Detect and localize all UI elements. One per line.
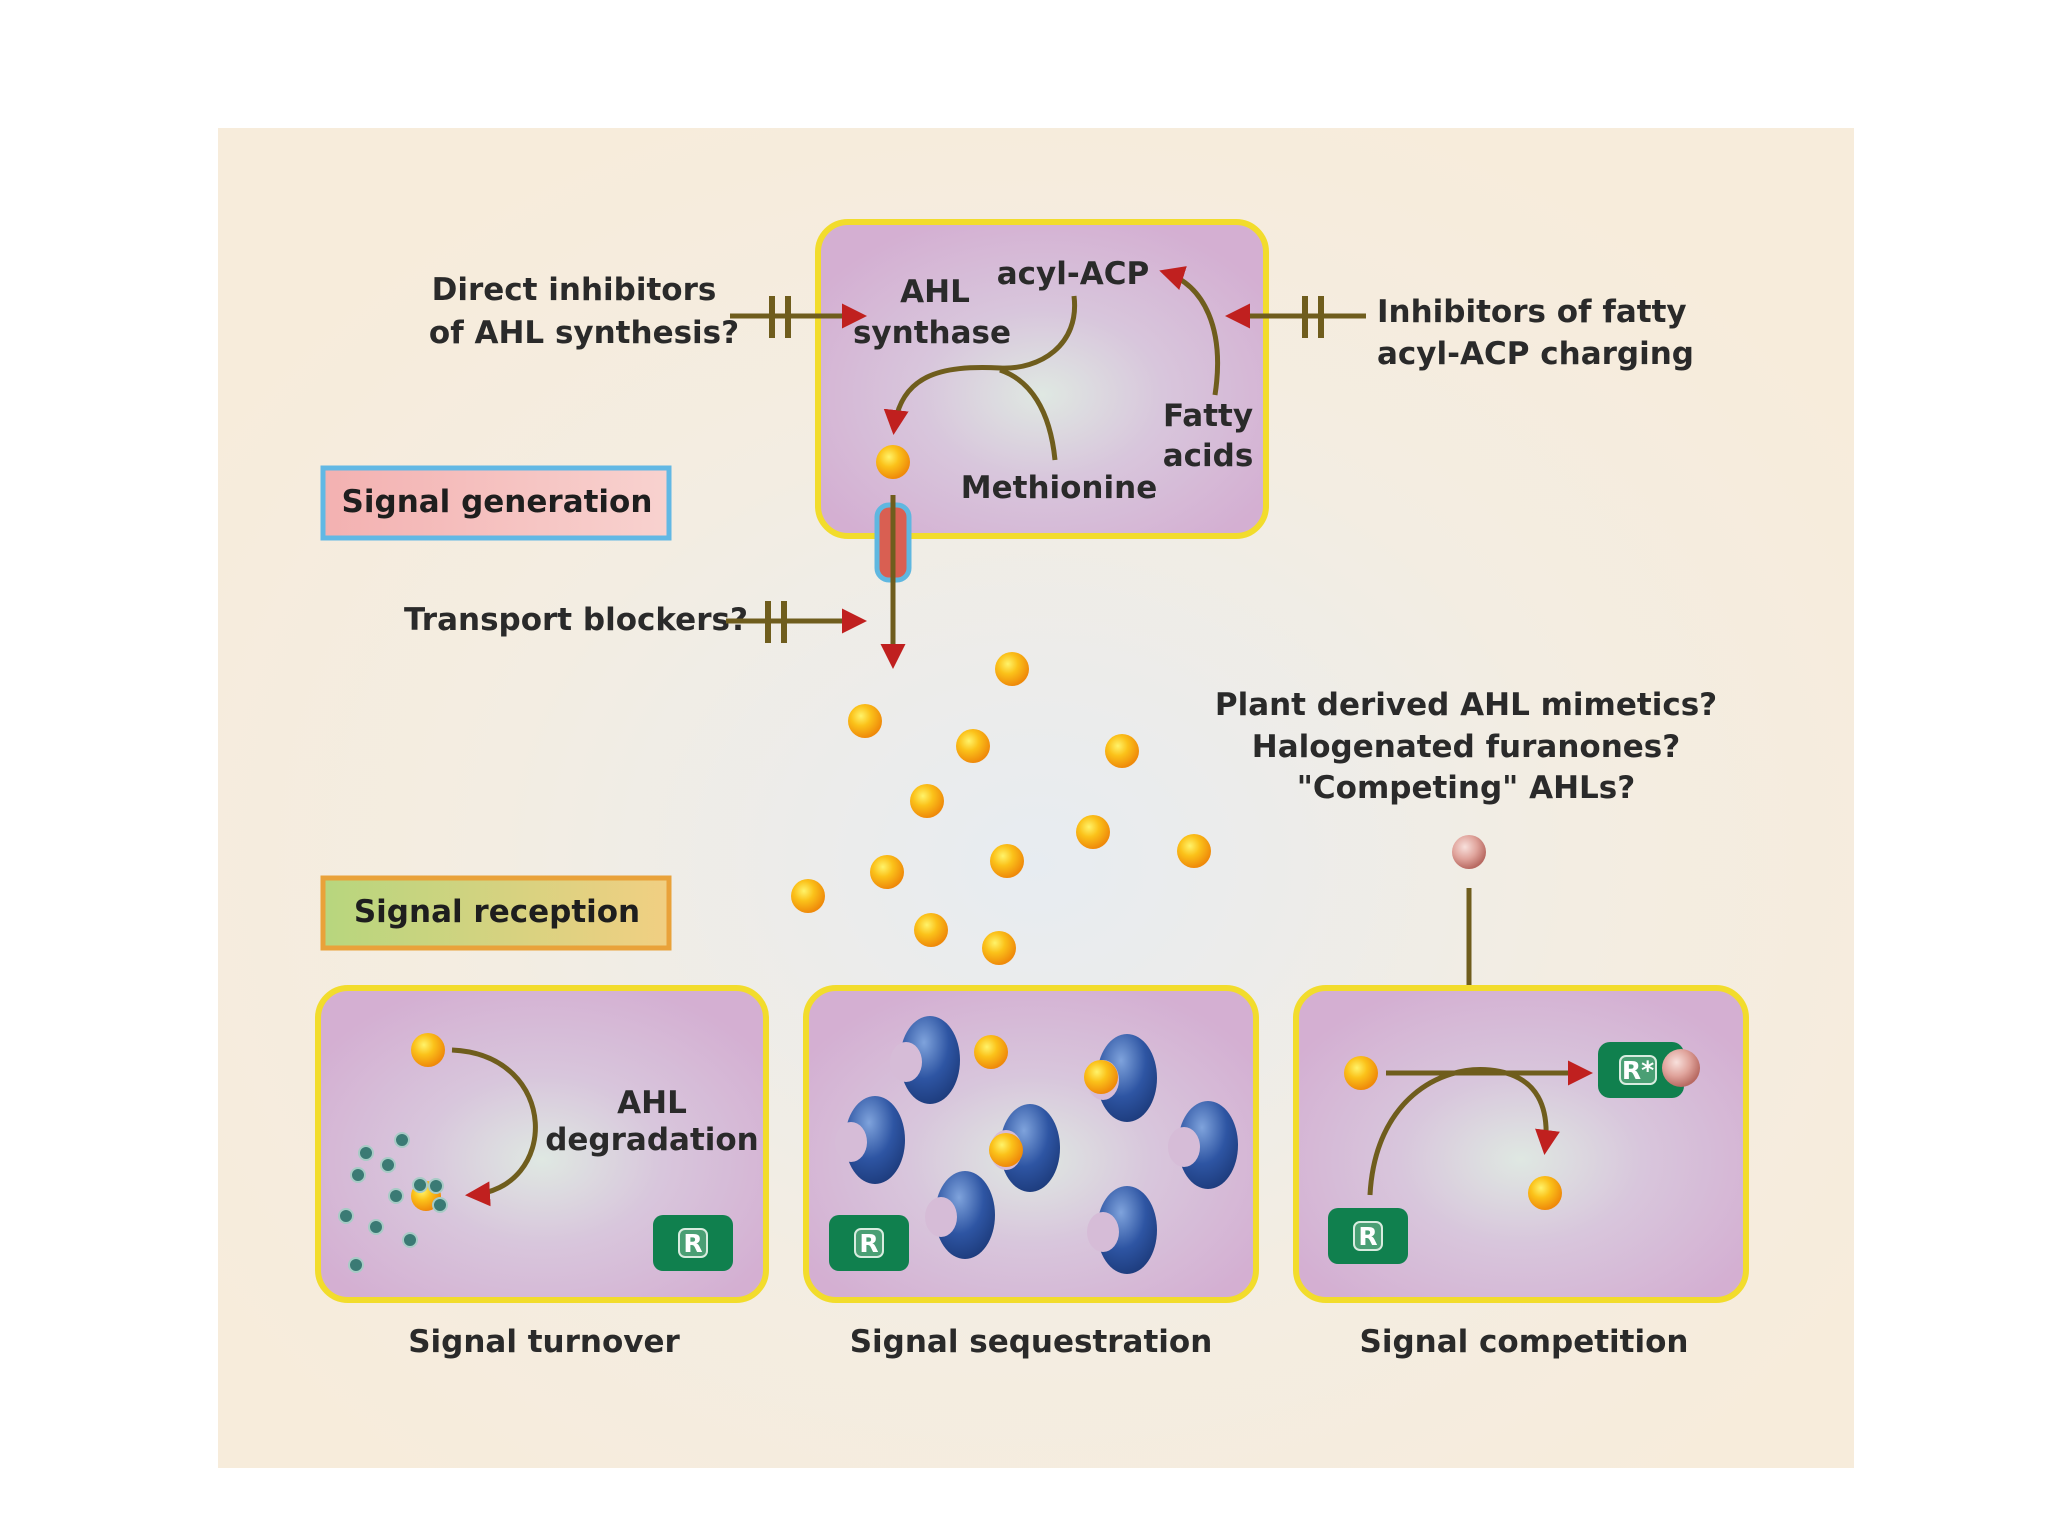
ahl-fragment — [338, 1208, 354, 1224]
ahl-fragments — [338, 1132, 448, 1273]
ahl-fragment — [402, 1232, 418, 1248]
caption-signal-turnover: Signal turnover — [408, 1324, 680, 1360]
ahl-molecule — [411, 1033, 445, 1067]
enzyme-label-line2: synthase — [853, 315, 1011, 351]
ahl-fragment — [350, 1167, 366, 1183]
ahl-molecule — [791, 879, 825, 913]
ahl-molecule — [982, 931, 1016, 965]
receptor-r: R — [829, 1215, 909, 1271]
methionine-arrow — [999, 367, 1058, 461]
ahl-fragment — [428, 1178, 444, 1194]
panel-competition: R* R — [1293, 985, 1749, 1303]
svg-text:R: R — [683, 1229, 702, 1258]
ahl-fragment — [412, 1177, 428, 1193]
free-ahl-cloud — [791, 652, 1211, 965]
svg-text:R: R — [859, 1229, 878, 1258]
methionine-label: Methionine — [961, 470, 1157, 506]
sequestering-protein — [925, 1171, 995, 1259]
acyl-acp-label: acyl-ACP — [997, 256, 1149, 292]
ahl-fragment — [368, 1219, 384, 1235]
receptor-r-bound: R* — [1598, 1042, 1700, 1098]
direct-inhibitors-line2: of AHL synthesis? — [429, 315, 739, 351]
free-ahl-molecule — [974, 1035, 1008, 1069]
panel-sequestration: R — [803, 985, 1259, 1303]
sequestering-protein — [835, 1096, 905, 1184]
receptor-r: R — [1328, 1208, 1408, 1264]
ahl-molecule — [1177, 834, 1211, 868]
sequestering-protein — [1168, 1101, 1238, 1189]
ahl-molecule — [910, 784, 944, 818]
svg-text:R*: R* — [1622, 1056, 1654, 1085]
sequestering-proteins — [835, 1016, 1238, 1274]
svg-text:Signal generation: Signal generation — [342, 484, 653, 520]
direct-inhibitors-line1: Direct inhibitors — [432, 272, 717, 308]
direct-inhibitor-arrow — [730, 296, 867, 338]
transport-blockers-label: Transport blockers? — [404, 602, 748, 638]
bound-ahl-molecule — [1084, 1060, 1118, 1094]
displacement-arrow — [1367, 1067, 1560, 1196]
mimetics-line3: "Competing" AHLs? — [1297, 770, 1636, 806]
ahl-molecule — [848, 704, 882, 738]
ahl-fragment — [358, 1145, 374, 1161]
fatty-acids-label-line1: Fatty — [1163, 398, 1253, 434]
ahl-fragment — [348, 1257, 364, 1273]
panel1-label-line1: AHL — [617, 1085, 687, 1121]
panel1-label-line2: degradation — [545, 1122, 759, 1158]
ahl-fragment — [388, 1188, 404, 1204]
fatty-inhibitors-line2: acyl-ACP charging — [1377, 336, 1694, 372]
ahl-molecule — [870, 855, 904, 889]
fatty-inhibitor-arrow — [1225, 296, 1366, 338]
synthesis-arrow — [883, 295, 1078, 435]
ahl-molecule — [956, 729, 990, 763]
fatty-acids-label-line2: acids — [1163, 438, 1254, 474]
svg-text:Signal reception: Signal reception — [354, 894, 640, 930]
mimetic-molecule — [1452, 835, 1486, 869]
transport-inhibitor-arrow — [726, 601, 867, 643]
signal-generation-tag: Signal generation — [320, 465, 672, 541]
ahl-fragment — [380, 1157, 396, 1173]
synthesis-cell: AHL synthase acyl-ACP Methionine Fatty a… — [815, 219, 1269, 539]
signal-reception-tag: Signal reception — [320, 875, 672, 951]
receptor-r: R — [653, 1215, 733, 1271]
ahl-molecule — [990, 844, 1024, 878]
ahl-molecule — [914, 913, 948, 947]
enzyme-label-line1: AHL — [900, 274, 970, 310]
caption-signal-sequestration: Signal sequestration — [850, 1324, 1213, 1360]
displaced-ahl-molecule — [1528, 1176, 1562, 1210]
sequestering-protein — [1087, 1186, 1157, 1274]
ahl-molecule — [1105, 734, 1139, 768]
bound-mimetic-molecule — [1662, 1049, 1700, 1087]
degradation-arrow — [451, 1047, 538, 1207]
bound-ahl-molecule — [989, 1133, 1023, 1167]
mimetics-line2: Halogenated furanones? — [1252, 729, 1680, 765]
fatty-inhibitors-line1: Inhibitors of fatty — [1377, 294, 1687, 330]
ahl-molecule — [995, 652, 1029, 686]
ahl-molecule — [1344, 1056, 1378, 1090]
mimetics-line1: Plant derived AHL mimetics? — [1215, 687, 1717, 723]
panel-turnover: AHL degradation R — [315, 985, 769, 1303]
ahl-molecule — [876, 445, 910, 479]
sequestering-protein — [890, 1016, 960, 1104]
caption-signal-competition: Signal competition — [1360, 1324, 1689, 1360]
ahl-molecule — [1076, 815, 1110, 849]
ahl-fragment — [394, 1132, 410, 1148]
ahl-fragment — [432, 1197, 448, 1213]
fatty-acid-charging-arrow — [1159, 266, 1221, 396]
svg-text:R: R — [1358, 1222, 1377, 1251]
